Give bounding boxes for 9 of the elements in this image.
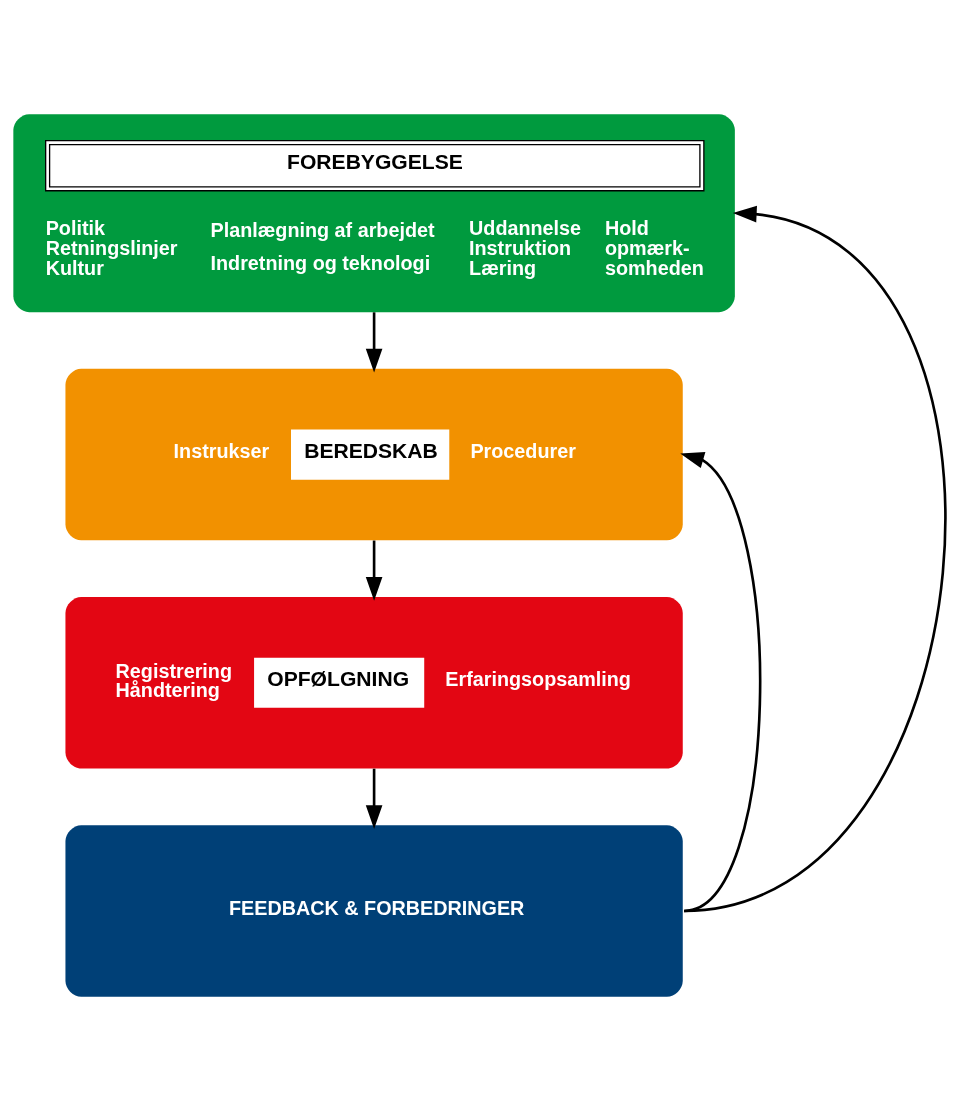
arrow [365, 312, 383, 373]
node-box: FEEDBACK & FORBEDRINGER [65, 825, 683, 997]
node-box: FOREBYGGELSE Politik Retningslinjer Kultur Planlægning af arbejdet Indretning og teknologi Uddannelse Instruktion Læring Hold opmærk- somheden [13, 114, 735, 313]
arrow [365, 540, 383, 601]
arrow [680, 452, 762, 913]
node-box: Instrukser BEREDSKAB Procedurer [65, 368, 683, 541]
arrow [683, 205, 946, 913]
node-box: Registrering Håndtering OPFØLGNING Erfaringsopsamling [65, 597, 683, 769]
arrow [365, 768, 383, 829]
